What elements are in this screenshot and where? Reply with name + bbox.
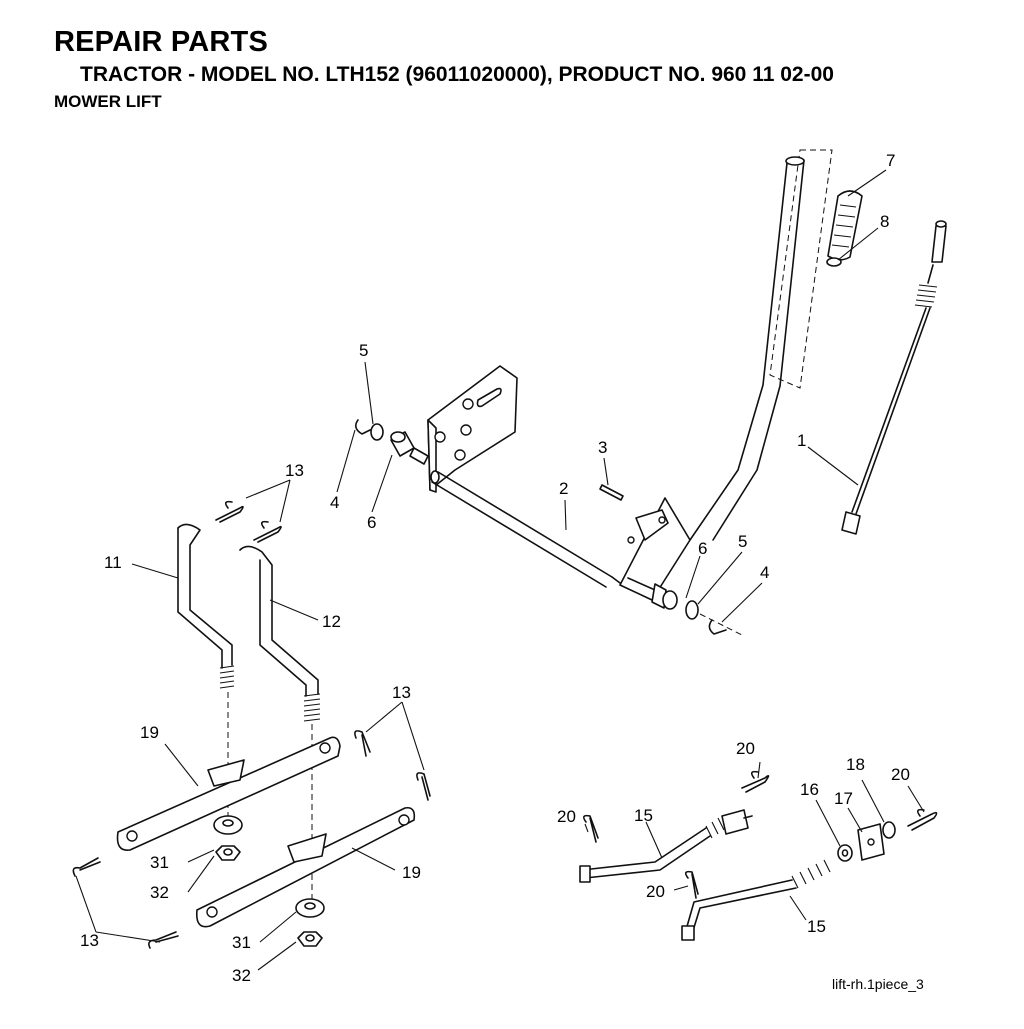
callout-4-right: 4 (760, 563, 769, 582)
section-title: MOWER LIFT (54, 92, 162, 111)
callout-13-left: 13 (80, 931, 99, 950)
callout-8: 8 (880, 212, 889, 231)
callout-3: 3 (598, 438, 607, 457)
callout-11: 11 (104, 553, 122, 572)
hairpin-clip-right (699, 613, 745, 637)
callout-13-right: 13 (392, 683, 411, 702)
callout-20-top: 20 (736, 739, 755, 758)
washer-left (370, 423, 384, 441)
nut-32-lower (297, 931, 323, 947)
lift-arm-lower (195, 806, 416, 928)
callout-19-lower: 19 (402, 863, 421, 882)
drawing-id: lift-rh.1piece_3 (832, 976, 924, 992)
spacer-16 (837, 844, 853, 862)
trunnion-17 (857, 823, 885, 861)
callout-4-left: 4 (330, 493, 339, 512)
callout-19-upper: 19 (140, 723, 159, 742)
callout-17: 17 (834, 789, 853, 808)
page-title: REPAIR PARTS (54, 26, 269, 58)
hairpin-clip-13 (72, 500, 431, 949)
callout-7: 7 (886, 151, 895, 170)
roll-pin (599, 484, 624, 501)
callout-2: 2 (559, 479, 568, 498)
callout-32-lower: 32 (232, 966, 251, 985)
grip-ring (826, 257, 842, 267)
washer-31-lower (295, 898, 325, 918)
callout-15-upper: 15 (634, 806, 653, 825)
callout-32-upper: 32 (150, 883, 169, 902)
lift-shaft (430, 470, 621, 588)
washer-right (685, 600, 699, 620)
callout-20-left: 20 (557, 807, 576, 826)
callout-16: 16 (800, 780, 819, 799)
washer-18 (882, 821, 896, 839)
lift-arm-upper (116, 736, 341, 851)
model-subtitle: TRACTOR - MODEL NO. LTH152 (96011020000)… (80, 63, 834, 86)
callout-5-left: 5 (359, 341, 368, 360)
spring-rod (841, 220, 947, 535)
washer-31-upper (213, 815, 243, 835)
callout-20-right: 20 (891, 765, 910, 784)
callout-31-lower: 31 (232, 933, 251, 952)
callout-5-right: 5 (738, 532, 747, 551)
lift-handle (619, 149, 833, 601)
callout-6-right: 6 (698, 539, 707, 558)
callout-31-upper: 31 (150, 853, 169, 872)
callout-13-top: 13 (285, 461, 304, 480)
adjust-rod-upper (579, 809, 753, 883)
hairpin-clip-left (354, 419, 371, 435)
callout-18: 18 (846, 755, 865, 774)
bushing-left (390, 431, 429, 465)
callout-6-left: 6 (367, 513, 376, 532)
bushing-right (627, 577, 678, 610)
callout-15-lower: 15 (807, 917, 826, 936)
leader-lines (75, 169, 925, 971)
callout-1: 1 (797, 431, 806, 450)
callout-20-mid: 20 (646, 882, 665, 901)
adjust-rod-lower (681, 859, 831, 941)
handle-grip (827, 190, 863, 261)
callout-12: 12 (322, 612, 341, 631)
lift-link-12 (239, 545, 321, 900)
nut-32-upper (215, 845, 241, 861)
